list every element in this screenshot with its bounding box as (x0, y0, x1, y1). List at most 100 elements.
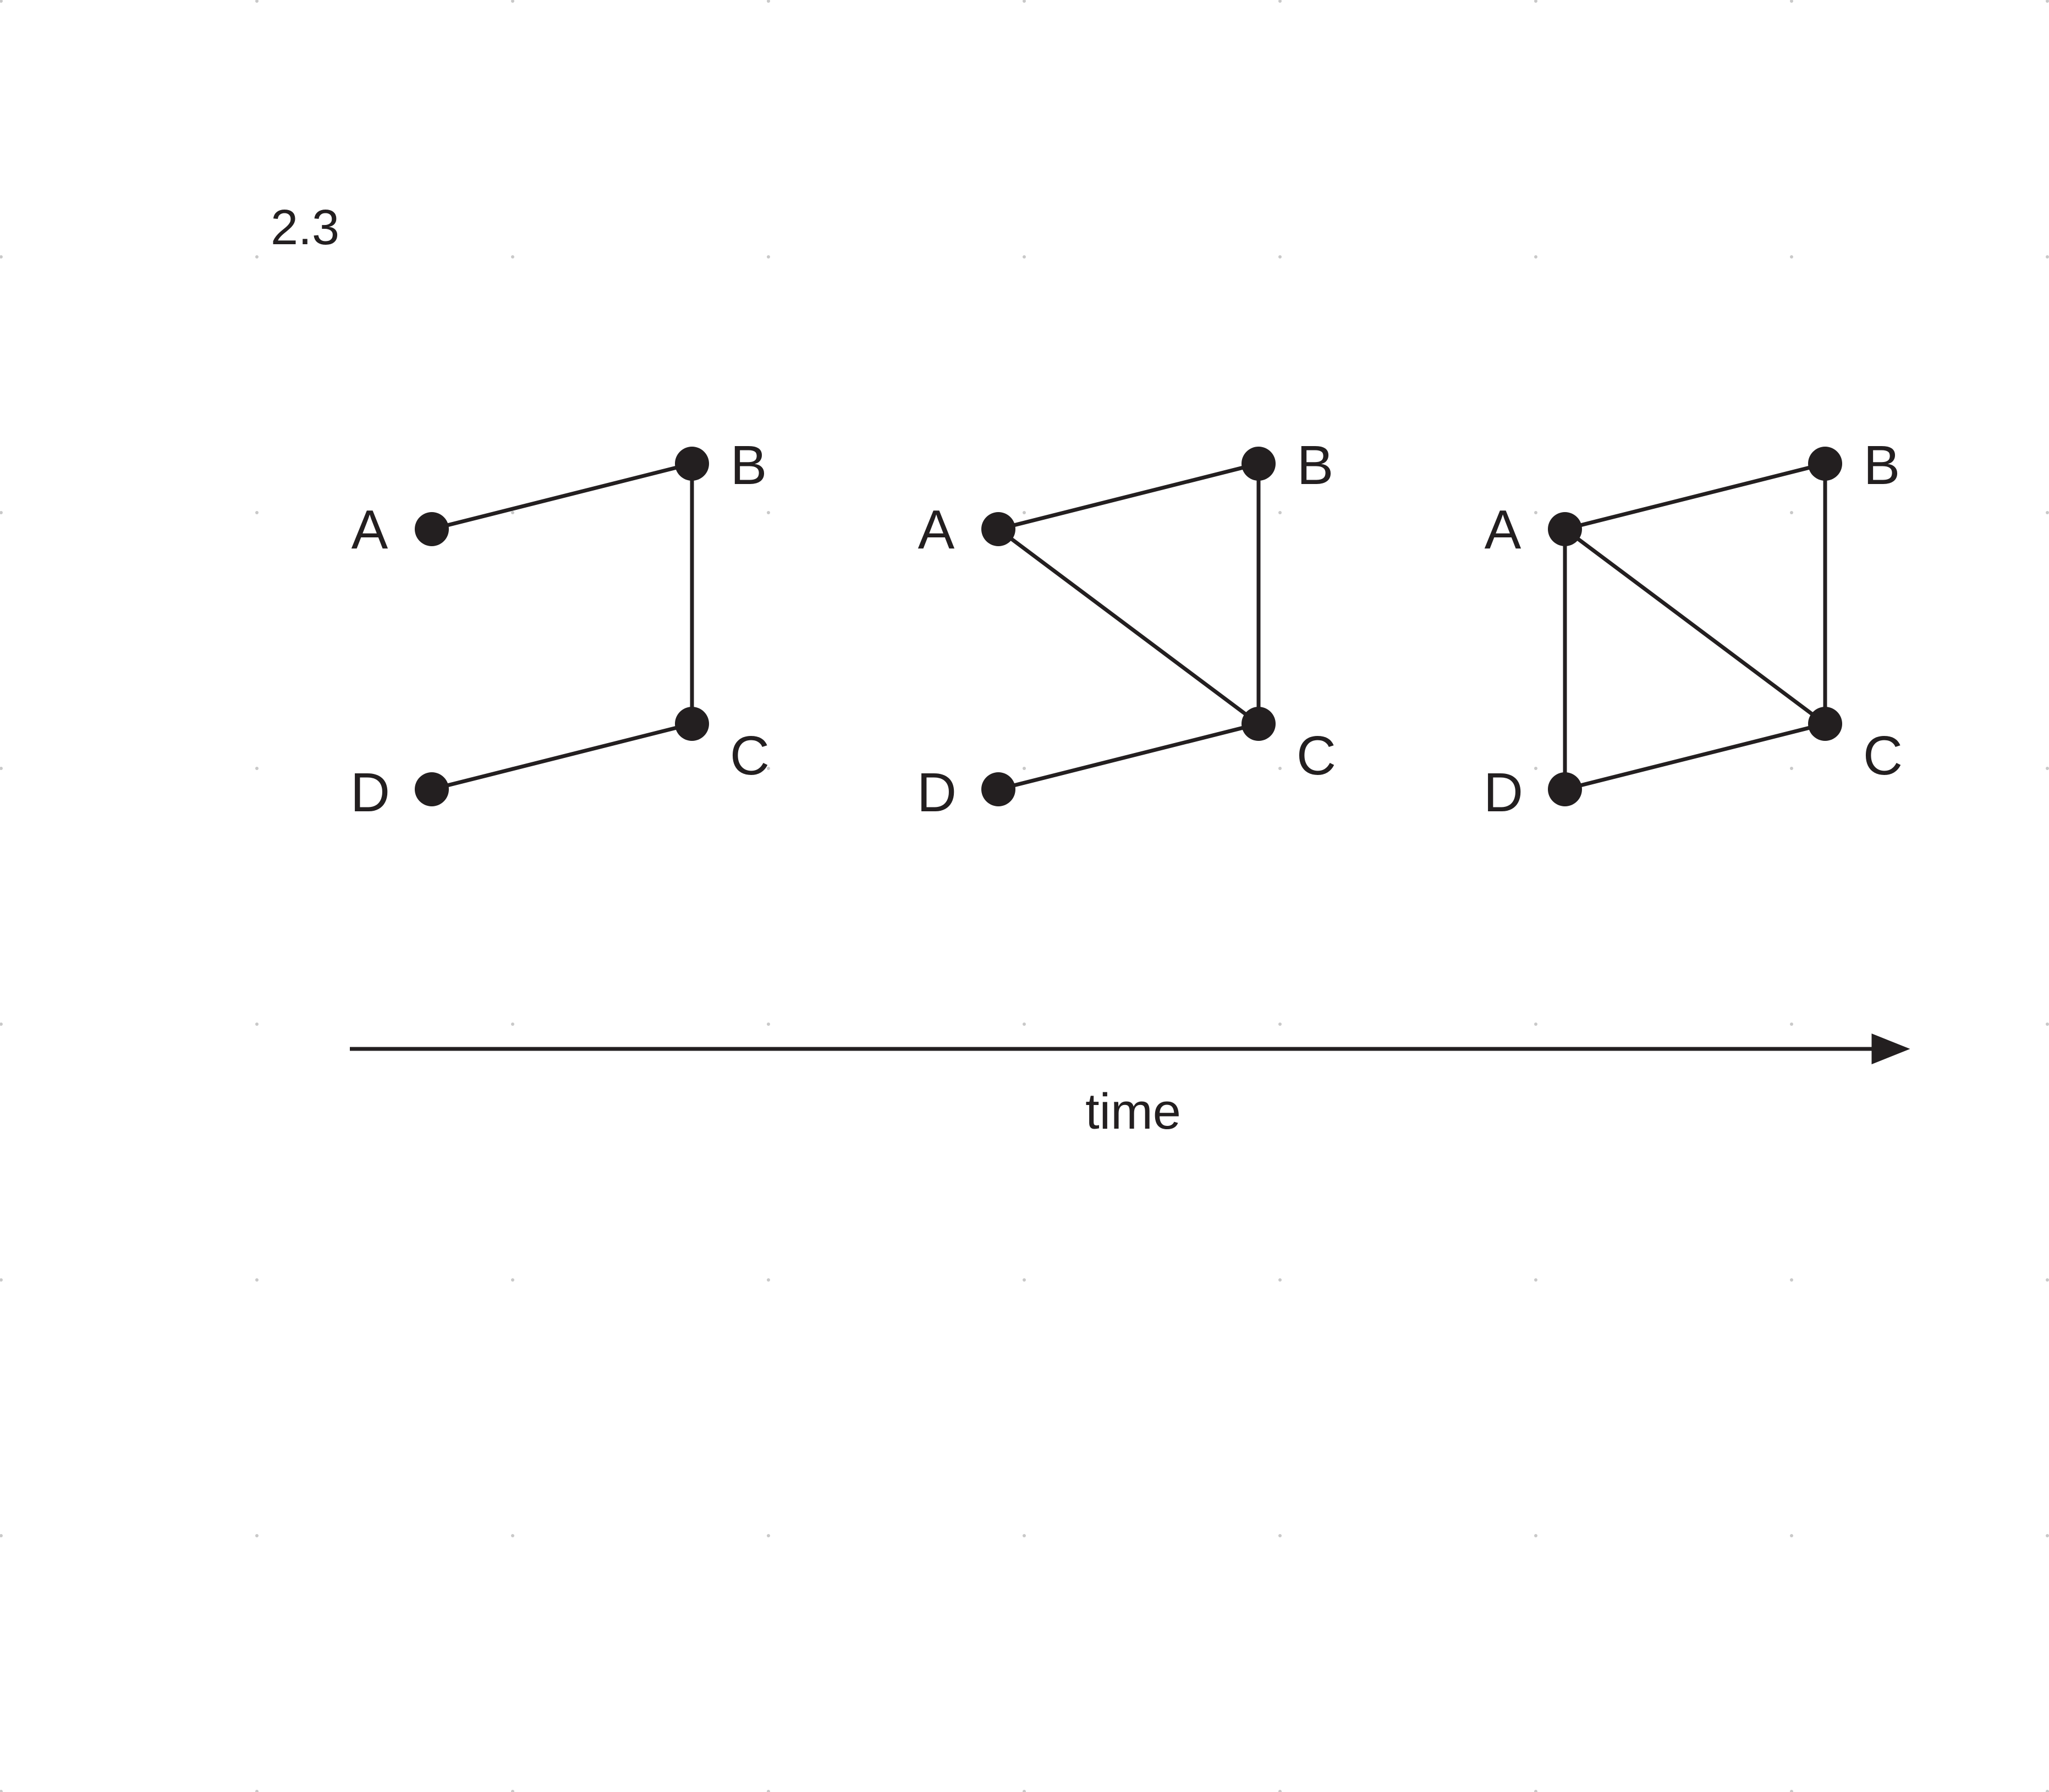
node-c (1808, 707, 1842, 741)
grid-dot (1534, 0, 1537, 3)
grid-dot (1023, 0, 1026, 3)
grid-dot (1534, 1790, 1537, 1792)
grid-dot (767, 767, 770, 770)
grid-dot (0, 767, 3, 770)
edge-d-c (1563, 722, 1827, 791)
node-d (981, 772, 1015, 806)
node-label-a: A (918, 499, 955, 560)
grid-dot (767, 511, 770, 514)
grid-dot (255, 511, 259, 514)
grid-dot (511, 1534, 514, 1537)
node-b (1808, 447, 1842, 481)
grid-dot (1534, 767, 1537, 770)
grid-dot (255, 0, 259, 3)
node-label-b: B (1297, 435, 1334, 496)
edge-a-b (430, 461, 694, 531)
edge-a-c (1563, 527, 1827, 726)
grid-dot (2046, 1534, 2049, 1537)
node-b (675, 447, 709, 481)
grid-dot (2046, 767, 2049, 770)
grid-dot (1790, 511, 1793, 514)
node-label-a: A (1485, 499, 1521, 560)
grid-dot (511, 1278, 514, 1282)
grid-dot (511, 1790, 514, 1792)
node-d (1548, 772, 1582, 806)
snapshot-t1: A B C D (350, 435, 770, 823)
node-c (675, 707, 709, 741)
grid-dot (1278, 1278, 1282, 1282)
time-axis-label: time (1085, 1084, 1181, 1140)
snapshot-t2: A B C D (917, 435, 1336, 823)
node-label-b: B (730, 435, 767, 496)
grid-dot (2046, 1278, 2049, 1282)
node-label-d: D (1484, 762, 1523, 823)
grid-dot (511, 1023, 514, 1026)
grid-dot (1278, 0, 1282, 3)
grid-dot (2046, 511, 2049, 514)
grid-dot (0, 1278, 3, 1282)
node-label-c: C (1863, 725, 1903, 787)
grid-dot (0, 511, 3, 514)
grid-dot (1023, 255, 1026, 259)
grid-dot (767, 1278, 770, 1282)
grid-dot (767, 255, 770, 259)
grid-dot (2046, 1023, 2049, 1026)
grid-dot (767, 1534, 770, 1537)
grid-dot (0, 1023, 3, 1026)
grid-dot (255, 1790, 259, 1792)
edge-d-c (996, 722, 1261, 791)
node-c (1242, 707, 1276, 741)
grid-dot (511, 0, 514, 3)
node-b (1242, 447, 1276, 481)
node-d (415, 772, 449, 806)
grid-dot (255, 1534, 259, 1537)
grid-dot (1790, 0, 1793, 3)
grid-dot (1790, 1023, 1793, 1026)
grid-dot (0, 1534, 3, 1537)
node-label-c: C (730, 725, 770, 787)
grid-dot (1534, 1023, 1537, 1026)
grid-dot (0, 255, 3, 259)
edge-a-b (996, 461, 1261, 531)
grid-dot (1023, 1534, 1026, 1537)
grid-dot (511, 511, 514, 514)
grid-dot (1790, 255, 1793, 259)
grid-dot (255, 767, 259, 770)
grid-dot (1790, 1278, 1793, 1282)
grid-dot (767, 1790, 770, 1792)
grid-dot (1790, 767, 1793, 770)
grid-dot (1278, 511, 1282, 514)
figure-label: 2.3 (271, 200, 339, 255)
node-a (415, 512, 449, 546)
grid-dot (1278, 1534, 1282, 1537)
grid-dot (1790, 1790, 1793, 1792)
edge-d-c (430, 722, 694, 791)
edge-a-c (996, 527, 1261, 726)
edge-a-b (1563, 461, 1827, 531)
node-a (981, 512, 1015, 546)
grid-dot (0, 1790, 3, 1792)
grid-dot (1023, 1278, 1026, 1282)
node-label-d: D (917, 762, 957, 823)
grid-dot (255, 1023, 259, 1026)
node-label-a: A (351, 499, 388, 560)
grid-dot (1278, 767, 1282, 770)
node-label-c: C (1297, 725, 1336, 787)
grid-dot (2046, 255, 2049, 259)
grid-dot (1534, 511, 1537, 514)
grid-dot (0, 0, 3, 3)
grid-dot (1023, 1023, 1026, 1026)
node-label-d: D (350, 762, 390, 823)
grid-dot (1534, 1278, 1537, 1282)
grid-dot (255, 255, 259, 259)
grid-dot (1278, 255, 1282, 259)
node-a (1548, 512, 1582, 546)
grid-dot (767, 1023, 770, 1026)
grid-dot (1023, 1790, 1026, 1792)
grid-dot (767, 0, 770, 3)
grid-dot (1534, 1534, 1537, 1537)
grid-dot (1790, 1534, 1793, 1537)
